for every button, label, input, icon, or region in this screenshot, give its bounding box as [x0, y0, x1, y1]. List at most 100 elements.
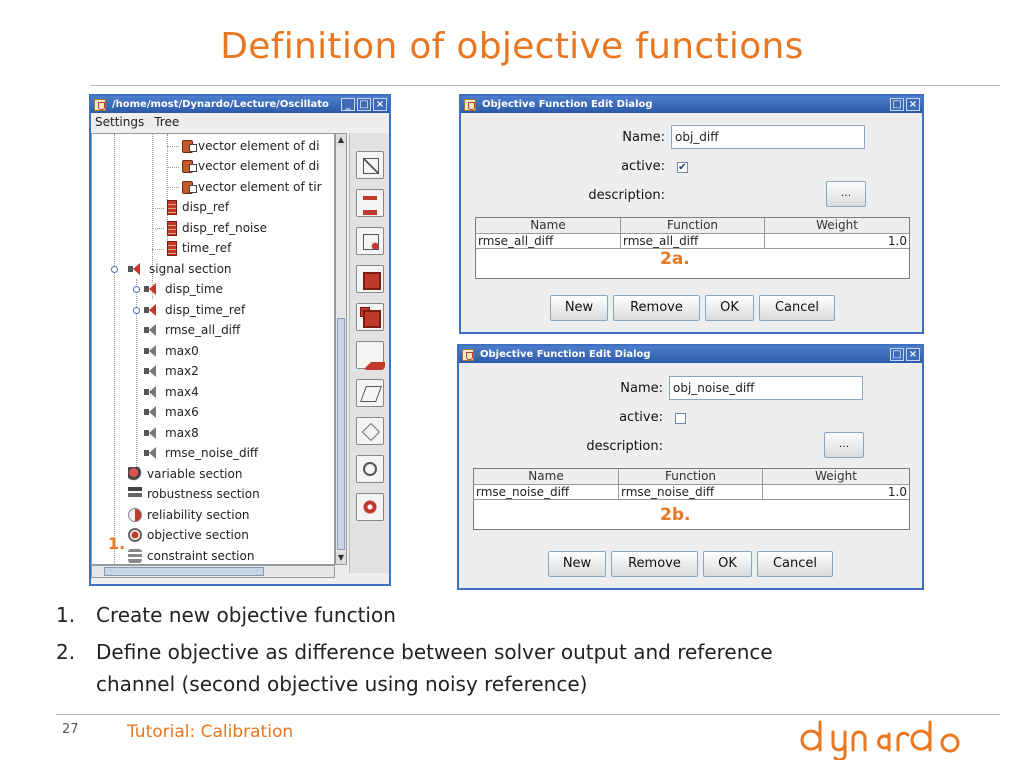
tree-item[interactable]: max2 — [144, 361, 199, 381]
cell-name[interactable]: rmse_all_diff — [476, 234, 621, 248]
table-row[interactable]: rmse_noise_diff rmse_noise_diff 1.0 — [474, 485, 909, 500]
cell-function[interactable]: rmse_all_diff — [621, 234, 765, 248]
tree-item[interactable]: reliability section — [128, 505, 250, 525]
tree-item[interactable]: max4 — [144, 382, 199, 402]
tree-item[interactable]: variable section — [128, 464, 242, 484]
tree-line — [152, 134, 153, 299]
reliability-icon — [128, 508, 142, 522]
ok-button[interactable]: OK — [703, 551, 752, 577]
bullet-number: 1. — [56, 603, 76, 627]
scroll-down-icon[interactable]: ▼ — [336, 552, 346, 564]
tree-item[interactable]: max0 — [144, 341, 199, 361]
remove-button[interactable]: Remove — [613, 295, 700, 321]
maximize-button[interactable]: □ — [890, 348, 904, 361]
objective-dialog-b: Objective Function Edit Dialog □ × Name:… — [457, 344, 924, 590]
tree-item[interactable]: objective section — [128, 525, 249, 545]
tree-item[interactable]: constraint section — [128, 546, 254, 564]
cell-weight[interactable]: 1.0 — [887, 234, 907, 248]
toolbar-folder-icon[interactable] — [356, 189, 384, 217]
step-marker-2b: 2b. — [660, 505, 691, 525]
project-tree[interactable]: vector element of di vector element of d… — [91, 133, 335, 565]
tree-item[interactable]: vector element of tir — [182, 177, 322, 197]
cancel-button[interactable]: Cancel — [757, 551, 833, 577]
objective-table[interactable]: Name Function Weight rmse_all_diff rmse_… — [475, 217, 910, 279]
tree-vertical-scrollbar[interactable]: ▲ ▼ — [335, 133, 347, 565]
tree-item[interactable]: vector element of di — [182, 136, 320, 156]
toolbar-tree-icon[interactable] — [356, 151, 384, 179]
footer-title: Tutorial: Calibration — [127, 722, 294, 742]
description-edit-button[interactable]: ... — [826, 181, 866, 207]
active-checkbox[interactable] — [675, 413, 686, 424]
name-input[interactable]: obj_noise_diff — [669, 376, 863, 400]
toolbar-save-icon[interactable] — [356, 265, 384, 293]
maximize-button[interactable]: □ — [357, 98, 371, 111]
menubar: Settings Tree — [91, 113, 389, 131]
toolbar-settings-icon[interactable] — [356, 493, 384, 521]
tree-window-titlebar[interactable]: /home/most/Dynardo/Lecture/Oscillato _ □… — [91, 96, 389, 113]
cell-name[interactable]: rmse_noise_diff — [474, 485, 619, 499]
name-input[interactable]: obj_diff — [671, 125, 865, 149]
tree-item[interactable]: disp_ref — [167, 197, 229, 217]
toolbar-copy-icon[interactable] — [356, 379, 384, 407]
toolbar-save-as-icon[interactable] — [356, 303, 384, 331]
tree-toolbar — [349, 133, 389, 573]
tree-item[interactable]: disp_time_ref — [144, 300, 245, 320]
dialog-title: Objective Function Edit Dialog — [482, 99, 653, 110]
column-header[interactable]: Weight — [815, 469, 857, 483]
toolbar-add-node-icon[interactable] — [356, 227, 384, 255]
java-icon — [94, 98, 106, 111]
expand-toggle[interactable] — [133, 286, 140, 293]
scroll-up-icon[interactable]: ▲ — [336, 134, 346, 146]
tree-item[interactable]: robustness section — [128, 484, 260, 504]
column-header[interactable]: Function — [619, 469, 763, 484]
menu-settings[interactable]: Settings — [95, 115, 145, 129]
tree-horizontal-scrollbar[interactable] — [91, 565, 335, 578]
table-row[interactable]: rmse_all_diff rmse_all_diff 1.0 — [476, 234, 909, 249]
scrollbar-thumb[interactable] — [104, 567, 264, 576]
tree-item[interactable]: disp_time — [144, 279, 223, 299]
cell-weight[interactable]: 1.0 — [887, 485, 907, 499]
cell-function[interactable]: rmse_noise_diff — [619, 485, 763, 499]
tree-item[interactable]: max6 — [144, 402, 199, 422]
maximize-button[interactable]: □ — [890, 98, 904, 111]
close-button[interactable]: × — [906, 98, 920, 111]
column-header[interactable]: Name — [476, 218, 621, 233]
close-button[interactable]: × — [906, 348, 920, 361]
toolbar-zoom-icon[interactable] — [356, 455, 384, 483]
step-marker-2a: 2a. — [660, 249, 690, 269]
objective-table[interactable]: Name Function Weight rmse_noise_diff rms… — [473, 468, 910, 530]
dynardo-logo — [800, 720, 960, 760]
tree-item[interactable]: disp_ref_noise — [167, 218, 267, 238]
description-edit-button[interactable]: ... — [824, 432, 864, 458]
column-header[interactable]: Name — [474, 469, 619, 484]
new-button[interactable]: New — [548, 551, 606, 577]
tree-item[interactable]: signal section — [128, 259, 232, 279]
dialog-titlebar[interactable]: Objective Function Edit Dialog □ × — [459, 346, 922, 363]
active-checkbox[interactable]: ✔ — [677, 162, 688, 173]
tree-line — [114, 134, 115, 564]
menu-tree[interactable]: Tree — [154, 115, 180, 129]
scrollbar-thumb[interactable] — [337, 318, 345, 550]
bullet-2: 2. Define objective as difference betwee… — [56, 636, 896, 700]
tree-item[interactable]: vector element of di — [182, 156, 320, 176]
toolbar-eraser-icon[interactable] — [356, 417, 384, 445]
expand-toggle[interactable] — [133, 307, 140, 314]
column-header[interactable]: Weight — [816, 218, 858, 232]
ok-button[interactable]: OK — [705, 295, 754, 321]
new-button[interactable]: New — [550, 295, 608, 321]
bullet-text: Create new objective function — [96, 603, 396, 627]
tree-item[interactable]: rmse_all_diff — [144, 320, 240, 340]
dialog-titlebar[interactable]: Objective Function Edit Dialog □ × — [461, 96, 922, 113]
close-button[interactable]: × — [373, 98, 387, 111]
minimize-button[interactable]: _ — [341, 98, 355, 111]
remove-button[interactable]: Remove — [611, 551, 698, 577]
toolbar-undo-icon[interactable] — [356, 341, 385, 370]
tree-window: /home/most/Dynardo/Lecture/Oscillato _ □… — [89, 94, 391, 586]
tree-item[interactable]: max8 — [144, 423, 199, 443]
tree-item[interactable]: rmse_noise_diff — [144, 443, 258, 463]
column-header[interactable]: Function — [621, 218, 765, 233]
expand-toggle[interactable] — [111, 266, 118, 273]
cancel-button[interactable]: Cancel — [759, 295, 835, 321]
name-label: Name: — [620, 381, 663, 396]
tree-item[interactable]: time_ref — [167, 238, 231, 258]
